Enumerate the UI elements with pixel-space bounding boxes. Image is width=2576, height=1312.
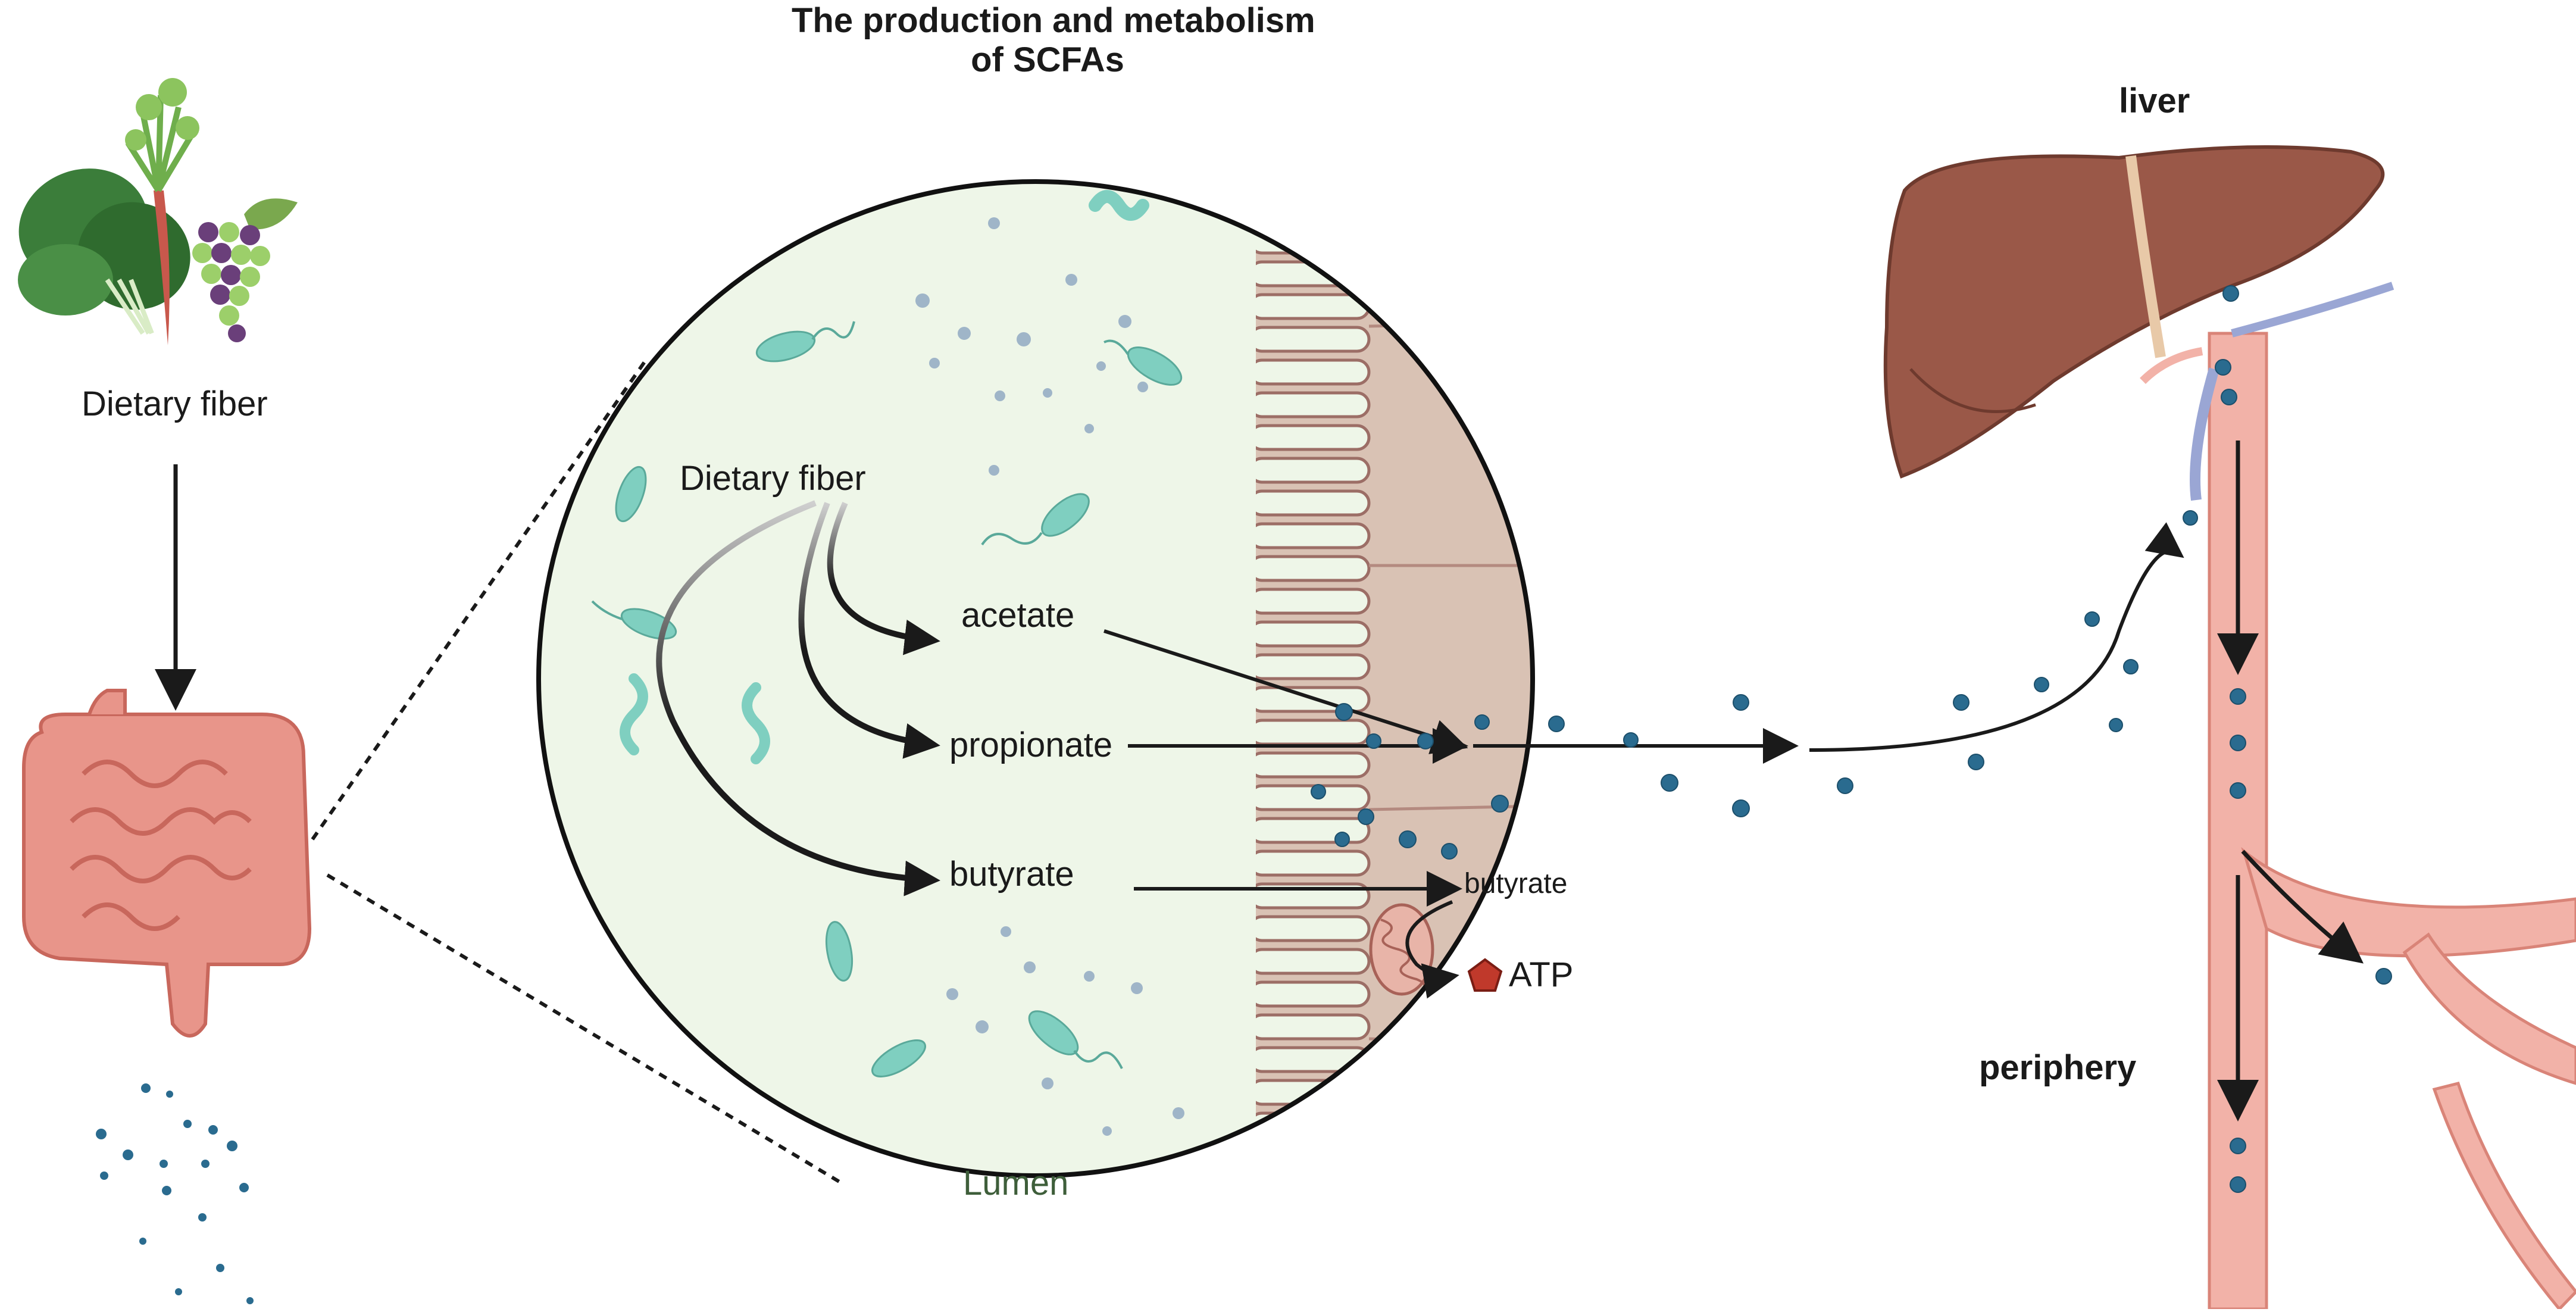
lumen-fiber-label: Dietary fiber <box>680 459 866 498</box>
propionate-label: propionate <box>949 726 1113 764</box>
intestine-illustration <box>22 689 312 1038</box>
scfa-particles-left <box>96 1083 254 1304</box>
butyrate-label: butyrate <box>949 855 1074 894</box>
bacteria <box>591 190 1183 1077</box>
colonocyte-butyrate-label: butyrate <box>1464 868 1568 899</box>
atp-label: ATP <box>1509 955 1574 994</box>
circulation-arrows <box>2217 441 2364 1122</box>
carrot <box>125 78 199 345</box>
liver-illustration <box>1883 145 2385 479</box>
atp-marker-icon <box>1467 958 1503 992</box>
liver-label: liver <box>2119 82 2190 120</box>
cell-nuclei <box>1548 387 1684 973</box>
scfa-particles-circulation <box>2230 688 2392 1193</box>
spinach-leaves <box>18 168 190 335</box>
blood-vessel-illustration <box>2140 282 2576 1311</box>
dietary-fiber-label: Dietary fiber <box>82 385 268 423</box>
zoom-circle-outline <box>536 179 1535 1178</box>
title-line-2: of SCFAs <box>971 40 1124 79</box>
colon-cross-section <box>536 179 1684 1178</box>
dietary-fiber-food-illustration <box>18 78 298 345</box>
acetate-label: acetate <box>961 596 1075 635</box>
title-line-1: The production and metabolism <box>792 1 1315 40</box>
diagram-title: The production and metabolism of SCFAs <box>792 1 1315 80</box>
grapes <box>192 198 298 342</box>
mitochondrion <box>1369 903 1434 996</box>
scfa-particles-absorbed <box>1311 510 2198 860</box>
periphery-label: periphery <box>1979 1048 2137 1087</box>
zoom-guide-lines <box>311 359 840 1183</box>
lumen-label: Lumen <box>963 1164 1069 1202</box>
fermentation-arrows <box>656 500 940 896</box>
lumen-particles <box>915 217 1184 1176</box>
